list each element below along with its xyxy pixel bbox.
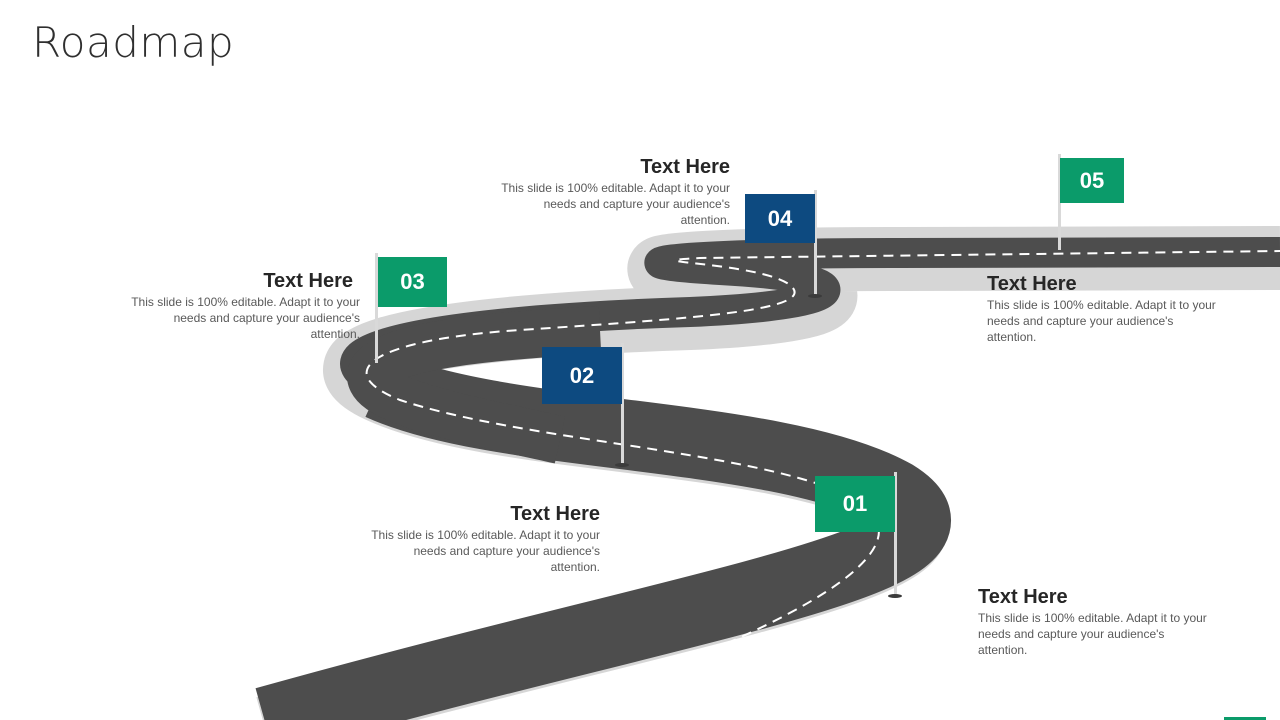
pole-base-02	[615, 463, 629, 467]
flag-pole-05	[1058, 154, 1061, 250]
milestone-heading-04: Text Here	[640, 156, 730, 178]
milestone-text-02: Text Here This slide is 100% editable. A…	[370, 502, 600, 575]
milestone-heading-05: Text Here	[987, 273, 1077, 295]
milestone-heading-02: Text Here	[510, 503, 600, 525]
milestone-body-01: This slide is 100% editable. Adapt it to…	[978, 611, 1207, 657]
road-surface-mid	[347, 306, 602, 464]
flag-pole-01	[894, 472, 897, 596]
milestone-body-05: This slide is 100% editable. Adapt it to…	[987, 298, 1216, 344]
milestone-text-03: Text Here This slide is 100% editable. A…	[130, 269, 360, 342]
milestone-text-04: Text Here This slide is 100% editable. A…	[500, 155, 730, 228]
milestone-flag-05: 05	[1060, 158, 1124, 203]
milestone-body-04: This slide is 100% editable. Adapt it to…	[501, 181, 730, 227]
milestone-flag-04: 04	[745, 194, 815, 243]
slide-title: Roadmap	[32, 18, 235, 67]
flag-pole-03	[375, 253, 378, 363]
pole-base-01	[888, 594, 902, 598]
milestone-flag-03: 03	[378, 257, 447, 307]
milestone-body-02: This slide is 100% editable. Adapt it to…	[371, 528, 600, 574]
milestone-text-05: Text Here This slide is 100% editable. A…	[987, 272, 1217, 345]
milestone-body-03: This slide is 100% editable. Adapt it to…	[131, 295, 360, 341]
milestone-text-01: Text Here This slide is 100% editable. A…	[978, 585, 1208, 658]
flag-pole-04	[814, 190, 817, 296]
milestone-flag-02: 02	[542, 347, 622, 404]
pole-base-04	[808, 294, 822, 298]
corner-accent-bar	[1224, 717, 1266, 720]
milestone-heading-03: Text Here	[263, 270, 353, 292]
milestone-heading-01: Text Here	[978, 586, 1068, 608]
flag-pole-02	[621, 343, 624, 465]
milestone-flag-01: 01	[815, 476, 895, 532]
